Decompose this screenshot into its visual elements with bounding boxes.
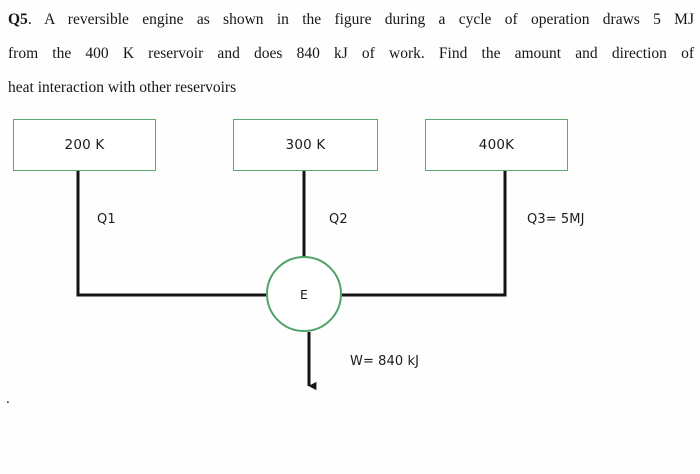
- question-line-1-text: . A reversible engine as shown in the fi…: [27, 11, 694, 28]
- reservoir-box-300k: 300 K: [233, 119, 378, 171]
- work-label: W= 840 kJ: [350, 354, 420, 369]
- reservoir-label-400k: 400K: [478, 137, 515, 153]
- question-line-2: from the 400 K reservoir and does 840 kJ…: [8, 45, 694, 62]
- q1-connector-line: [76, 171, 266, 297]
- heat-label-q3: Q3= 5MJ: [527, 212, 585, 227]
- reservoir-label-300k: 300 K: [285, 137, 326, 153]
- engine-label: E: [300, 286, 308, 302]
- question-line-1: Q5. A reversible engine as shown in the …: [8, 3, 694, 37]
- engine-node: E: [266, 256, 342, 332]
- reservoir-box-200k: 200 K: [13, 119, 156, 171]
- heat-label-q2: Q2: [329, 212, 348, 227]
- stray-period-mark: .: [6, 391, 10, 407]
- q3-connector-line: [342, 171, 507, 297]
- question-number: Q5: [8, 11, 28, 28]
- reservoir-label-200k: 200 K: [64, 137, 105, 153]
- reservoir-box-400k: 400K: [425, 119, 568, 171]
- question-line-3: heat interaction with other reservoirs: [8, 79, 237, 96]
- heat-label-q1: Q1: [97, 212, 116, 227]
- question-text-block: Q5. A reversible engine as shown in the …: [8, 3, 694, 105]
